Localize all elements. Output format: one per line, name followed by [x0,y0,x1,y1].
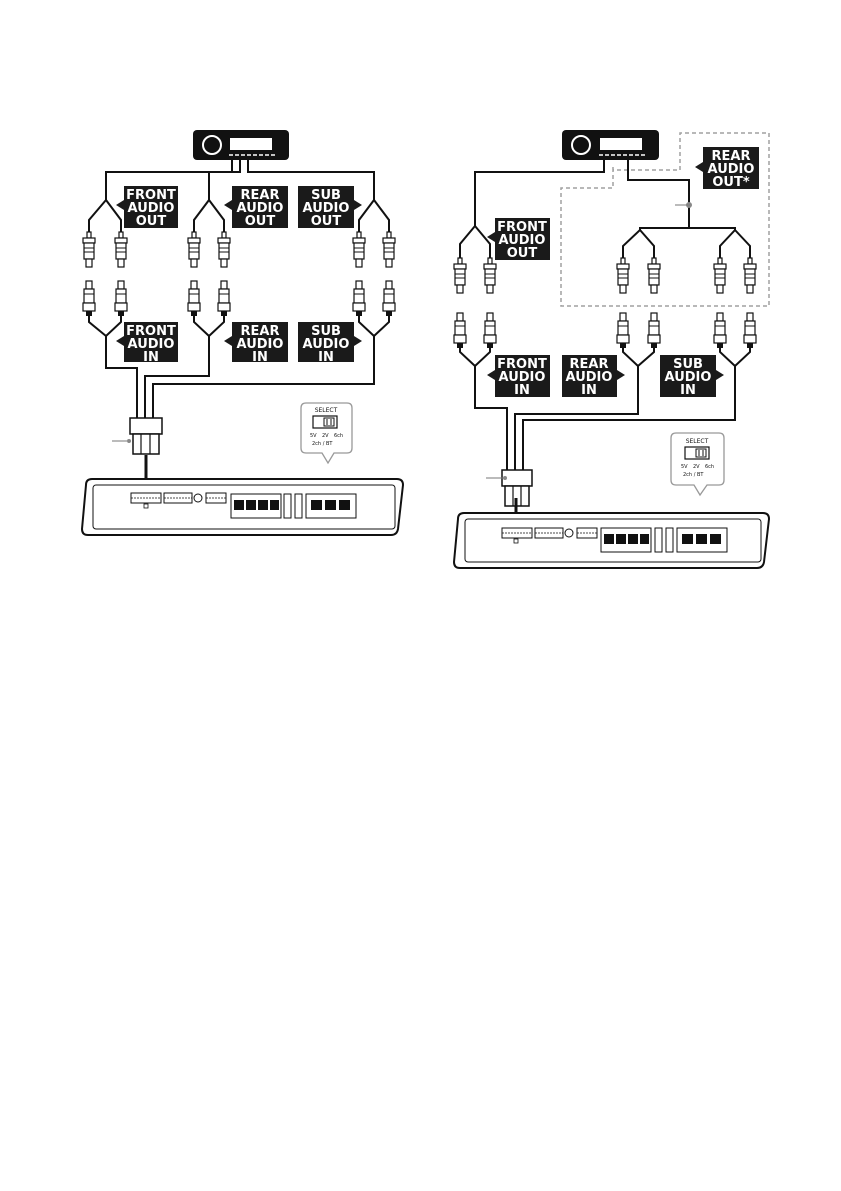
svg-text:2V: 2V [693,464,700,470]
select-switch-callout: SELECT 5V 2V 6ch 2ch / BT [671,433,724,495]
label-rear-audio-out: REAR AUDIO OUT [224,186,288,229]
svg-text:2V: 2V [322,433,329,439]
svg-text:IN: IN [143,350,159,365]
svg-text:OUT*: OUT* [712,175,749,190]
svg-text:IN: IN [581,383,597,398]
label-front-audio-in: FRONT AUDIO IN [487,355,550,398]
svg-text:IN: IN [680,383,696,398]
svg-text:2ch / BT: 2ch / BT [683,472,704,478]
output-plugs [83,232,395,267]
svg-text:SELECT: SELECT [315,407,338,414]
label-sub-audio-in: SUB AUDIO IN [298,322,362,365]
svg-text:6ch: 6ch [705,464,714,470]
label-front-audio-out: FRONT AUDIO OUT [116,186,178,229]
label-rear-audio-out: REAR AUDIO OUT* [695,147,759,190]
svg-text:IN: IN [252,350,268,365]
svg-text:6ch: 6ch [334,433,343,439]
svg-text:OUT: OUT [136,214,167,229]
label-front-audio-out: FRONT AUDIO OUT [487,218,550,261]
label-front-audio-in: FRONT AUDIO IN [116,322,178,365]
label-rear-audio-in: REAR AUDIO IN [562,355,625,398]
head-unit [562,130,659,160]
svg-text:OUT: OUT [245,214,276,229]
svg-text:IN: IN [318,350,334,365]
svg-text:IN: IN [514,383,530,398]
right-diagram: REAR AUDIO OUT* FRONT AUDIO OUT FRONT AU… [454,130,769,568]
left-diagram: FRONT AUDIO OUT REAR AUDIO OUT SUB AUDIO… [82,130,403,535]
svg-text:5V: 5V [310,433,317,439]
label-sub-audio-out: SUB AUDIO OUT [298,186,362,229]
label-rear-audio-in: REAR AUDIO IN [224,322,288,365]
label-sub-audio-in: SUB AUDIO IN [660,355,724,398]
svg-text:2ch / BT: 2ch / BT [312,441,333,447]
output-plugs [454,258,756,293]
amplifier [82,479,403,535]
amp-input-connector [112,418,162,487]
input-jacks [454,313,756,348]
input-jacks [83,281,395,316]
svg-text:OUT: OUT [311,214,342,229]
svg-text:OUT: OUT [507,246,538,261]
amplifier [454,513,769,568]
head-unit [193,130,289,160]
select-switch-callout: SELECT 5V 2V 6ch 2ch / BT [301,403,352,463]
svg-text:5V: 5V [681,464,688,470]
svg-text:SELECT: SELECT [686,438,709,445]
output-wires [475,160,689,228]
